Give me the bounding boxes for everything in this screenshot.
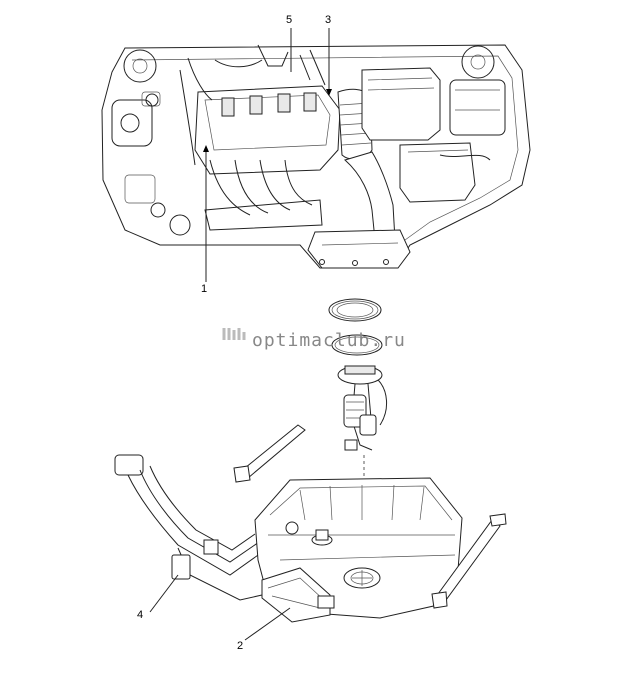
fuel-pump-assembly — [337, 365, 387, 451]
fuel-tank-strap-left — [233, 424, 306, 483]
leader-line-4 — [149, 574, 179, 613]
watermark-logo-icon — [222, 328, 246, 340]
callout-5: 5 — [286, 14, 293, 26]
fuel-pump-gasket-ring — [331, 334, 383, 356]
fuel-pump-cover-plate — [328, 298, 382, 322]
callout-3: 3 — [325, 14, 332, 26]
leader-line-2 — [244, 607, 291, 641]
engine-bay-illustration — [101, 44, 531, 269]
callout-2: 2 — [237, 640, 244, 652]
callout-1: 1 — [201, 283, 208, 295]
callout-4: 4 — [137, 609, 144, 621]
canister — [261, 567, 335, 623]
watermark-text: optimaclub.ru — [252, 330, 406, 351]
fuel-tank-strap-right — [431, 513, 507, 609]
leader-lines-engine — [203, 28, 332, 282]
